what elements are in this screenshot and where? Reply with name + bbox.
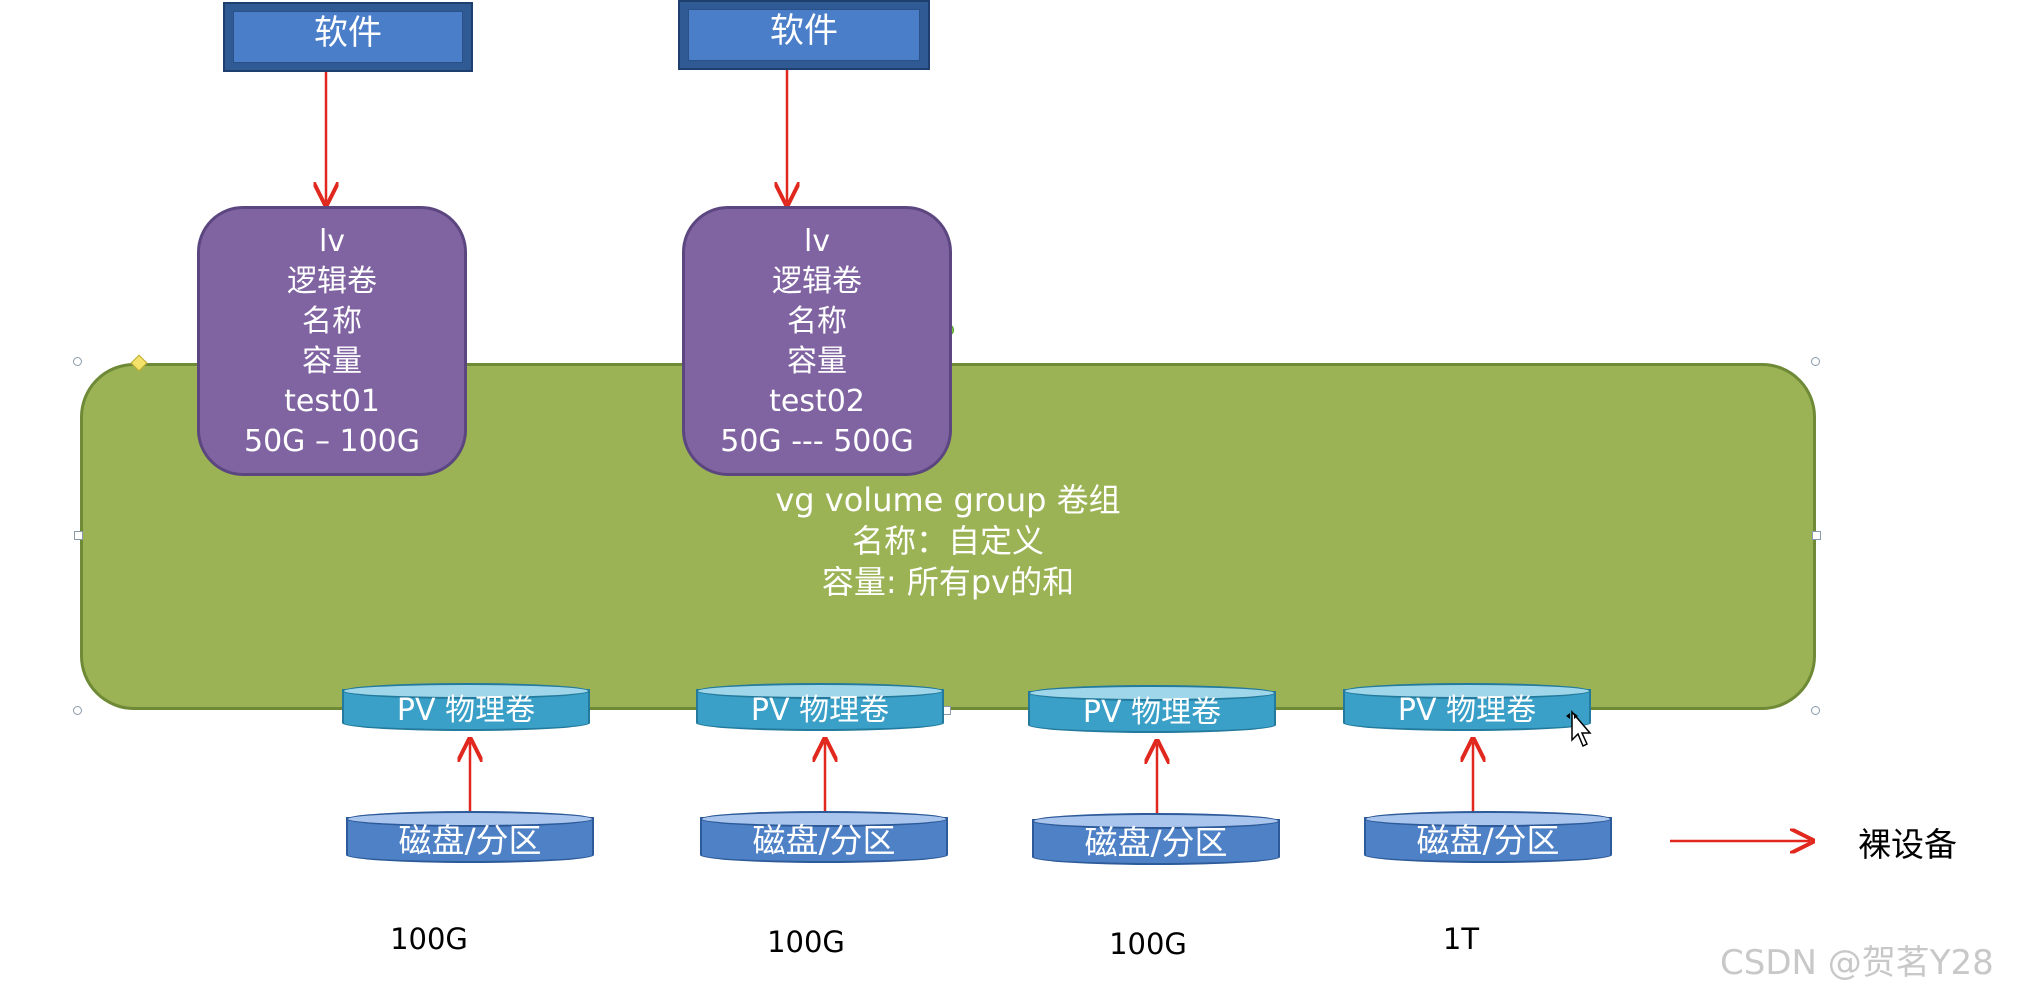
lv2-line: 50G --- 500G [720,424,914,459]
disk-label-3: 磁盘/分区 [1084,823,1228,862]
software-label-1: 软件 [233,11,463,63]
lv1-line: 名称 [302,304,362,339]
disk-top [700,811,948,827]
software-box-2: 软件 [678,0,930,70]
lv1-line: 50G – 100G [243,424,420,459]
pv-top [1028,685,1276,701]
selection-handle[interactable] [1812,531,1821,540]
software-label-2: 软件 [688,9,920,61]
software-box-1: 软件 [223,2,473,72]
disk-size-2: 100G [767,925,845,959]
watermark-text: CSDN @贺茗Y28 [1720,943,1994,983]
disk-partition-1[interactable]: 磁盘/分区 [346,811,594,871]
pv-top [342,683,590,699]
disk-top [1364,811,1612,827]
disk-top [346,811,594,827]
lv2-line: 容量 [787,344,847,379]
physical-volume-1[interactable]: PV 物理卷 [342,683,590,739]
disk-label-1: 磁盘/分区 [398,821,542,860]
selection-handle[interactable] [73,706,82,715]
pv-top [1343,683,1591,699]
disk-partition-4[interactable]: 磁盘/分区 [1364,811,1612,871]
selection-handle[interactable] [1811,706,1820,715]
lv1-line: 容量 [302,344,362,379]
physical-volume-2[interactable]: PV 物理卷 [696,683,944,739]
disk-label-4: 磁盘/分区 [1416,821,1560,860]
vg-capacity: 容量: 所有pv的和 [821,563,1075,601]
pv-label-3: PV 物理卷 [1082,695,1222,730]
selection-handle[interactable] [1811,357,1820,366]
lv2-line: 名称 [787,304,847,339]
selection-handle[interactable] [73,357,82,366]
physical-volume-3[interactable]: PV 物理卷 [1028,685,1276,741]
pv-top [696,683,944,699]
vg-name: 名称：自定义 [851,522,1044,560]
pv-label-2: PV 物理卷 [750,693,890,728]
disk-partition-2[interactable]: 磁盘/分区 [700,811,948,871]
pv-label-1: PV 物理卷 [396,693,536,728]
lv2-line: test02 [769,384,865,419]
vg-title: vg volume group 卷组 [775,481,1121,519]
lv1-line: test01 [284,384,380,419]
disk-top [1032,813,1280,829]
disk-size-4: 1T [1442,922,1480,956]
lv2-line: lv [803,224,831,259]
lv2-line: 逻辑卷 [772,264,862,299]
disk-size-3: 100G [1109,927,1187,961]
legend-label: 裸设备 [1858,825,1957,864]
move-cursor-icon [1566,710,1592,748]
disk-partition-3[interactable]: 磁盘/分区 [1032,813,1280,873]
lv1-line: lv [318,224,346,259]
logical-volume-2[interactable]: lv 逻辑卷 名称 容量 test02 50G --- 500G [682,206,952,476]
logical-volume-1[interactable]: lv 逻辑卷 名称 容量 test01 50G – 100G [197,206,467,476]
pv-label-4: PV 物理卷 [1397,693,1537,728]
selection-handle[interactable] [74,531,83,540]
disk-size-1: 100G [390,922,468,956]
disk-label-2: 磁盘/分区 [752,821,896,860]
physical-volume-4[interactable]: PV 物理卷 [1343,683,1591,739]
lv1-line: 逻辑卷 [287,264,377,299]
